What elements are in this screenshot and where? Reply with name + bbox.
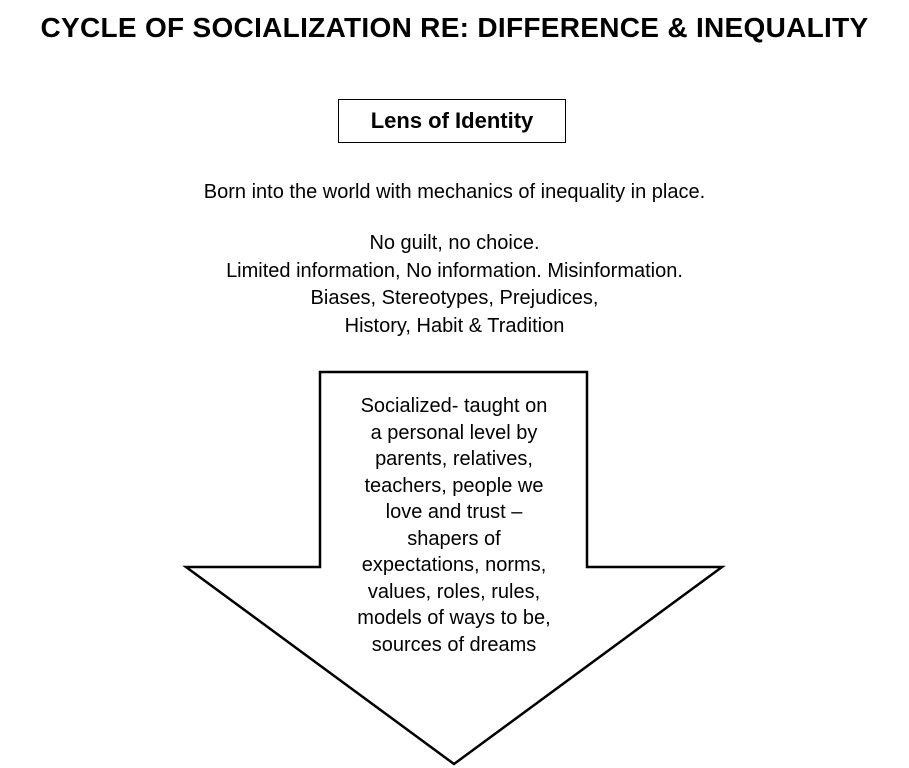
arrow-text-line: Socialized- taught on [360, 395, 548, 417]
arrow-text-line: parents, relatives, [375, 448, 533, 470]
factor-line: Limited information, No information. Mis… [226, 259, 683, 282]
factor-line: Biases, Stereotypes, Prejudices, [310, 287, 599, 309]
arrow-text-line: love and trust – [385, 501, 523, 523]
born-into-world-text: Born into the world with mechanics of in… [203, 181, 706, 203]
lens-of-identity-box: Lens of Identity [338, 99, 566, 143]
arrow-text-line: values, roles, rules, [367, 580, 541, 603]
arrow-text-line: sources of dreams [371, 633, 537, 656]
lens-of-identity-label: Lens of Identity [370, 108, 534, 133]
arrow-text-line: models of ways to be, [357, 607, 551, 629]
arrow-text-line: shapers of [407, 527, 501, 550]
factors-text-block: No guilt, no choice. Limited information… [0, 230, 909, 340]
arrow-text-line: expectations, norms, [361, 554, 547, 576]
arrow-text-line: teachers, people we [364, 474, 544, 497]
arrow-text-line: a personal level by [370, 421, 538, 444]
diagram-title: CYCLE OF SOCIALIZATION RE: DIFFERENCE & … [40, 12, 869, 43]
factor-line: History, Habit & Tradition [344, 314, 565, 337]
arrow-text-block: Socialized- taught on a personal level b… [322, 393, 586, 658]
down-arrow-outline [182, 370, 726, 766]
factor-line: No guilt, no choice. [369, 232, 540, 254]
